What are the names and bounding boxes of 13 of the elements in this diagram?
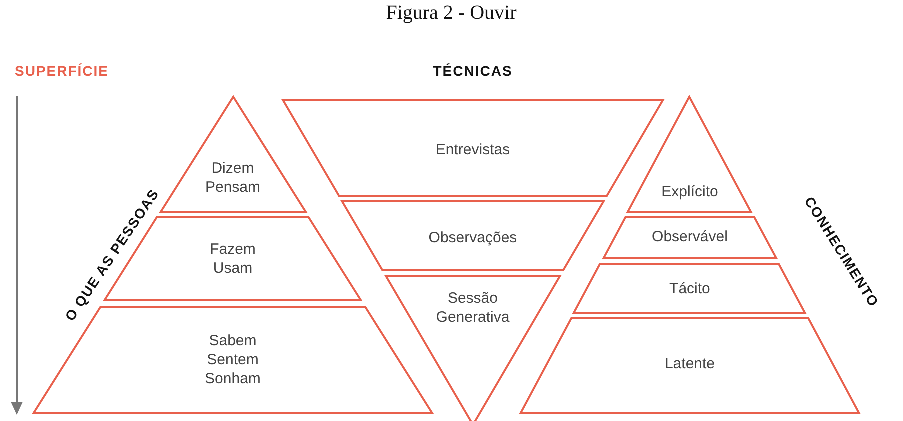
segment-label: Sessão Generativa — [435, 289, 511, 327]
segment-label: Observável — [652, 228, 728, 246]
segment-label: Tácito — [670, 280, 710, 298]
segment-label: Observações — [428, 228, 518, 248]
figure-title: Figura 2 - Ouvir — [385, 2, 518, 25]
segment-label: Explícito — [662, 182, 718, 202]
segment-label: Sabem Sentem Sonham — [204, 332, 262, 388]
segment-label: Fazem Usam — [209, 240, 257, 278]
column-heading: TÉCNICAS — [433, 63, 513, 79]
segment-label: Entrevistas — [436, 140, 510, 160]
segment-label: Dizem Pensam — [204, 159, 262, 197]
axis-label: SUPERFÍCIE — [15, 63, 110, 79]
segment-label: Latente — [664, 354, 715, 374]
